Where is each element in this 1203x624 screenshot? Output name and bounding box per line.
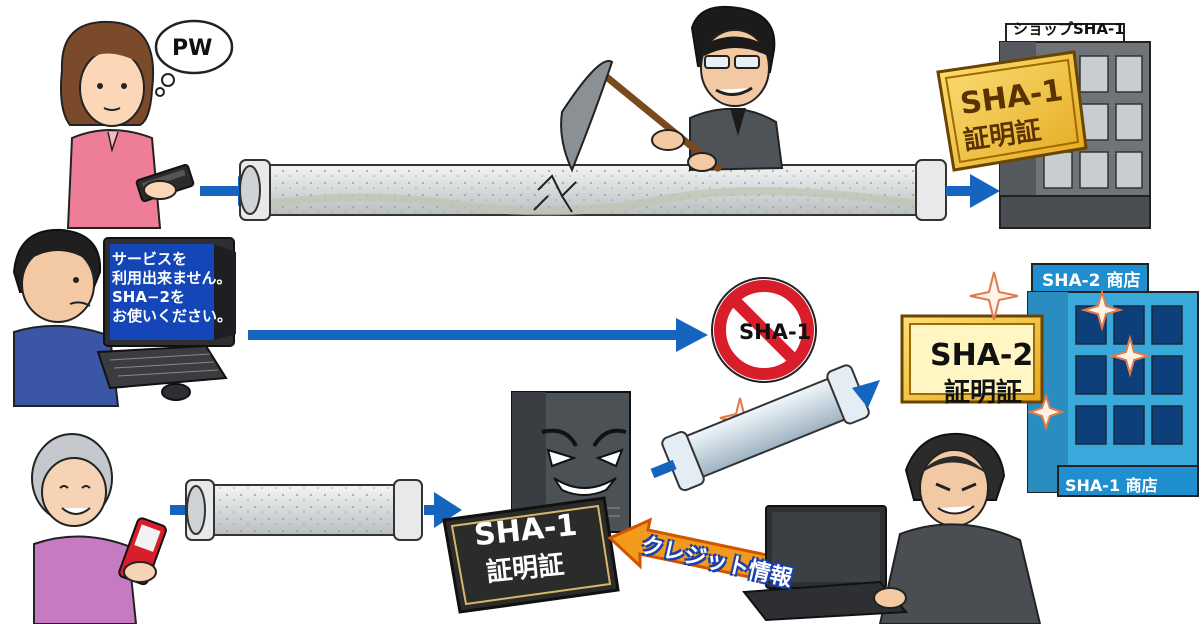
shop-sha1-sign: ショップSHA-1: [1013, 18, 1125, 39]
shop-sha1-bottom-sign: SHA-1 商店: [1065, 472, 1158, 496]
secure-channel-pipe-bottom: [186, 480, 422, 540]
hacker-at-laptop-icon: [744, 434, 1040, 624]
elderly-woman-with-phone-icon: [32, 434, 167, 624]
shop-sha2-building: [1028, 264, 1198, 496]
speech-bubble-text: PW: [172, 36, 212, 61]
arrow-out-row1: [946, 174, 1000, 208]
arrow-row2: [248, 318, 708, 352]
sha2-cert-subtitle: 証明証: [944, 372, 1022, 409]
screen-message: サービスを 利用出来ません。 SHA−2を お使いください。: [112, 250, 232, 326]
secure-channel-pipe-sha2: [642, 364, 880, 500]
shop-sha2-sign: SHA-2 商店: [1042, 266, 1140, 291]
secure-channel-pipe-top: [240, 160, 946, 220]
prohibited-sign-text: SHA-1: [739, 320, 811, 344]
attacker-with-pickaxe-icon: [561, 7, 782, 171]
sha2-cert-title: SHA-2: [930, 338, 1033, 373]
